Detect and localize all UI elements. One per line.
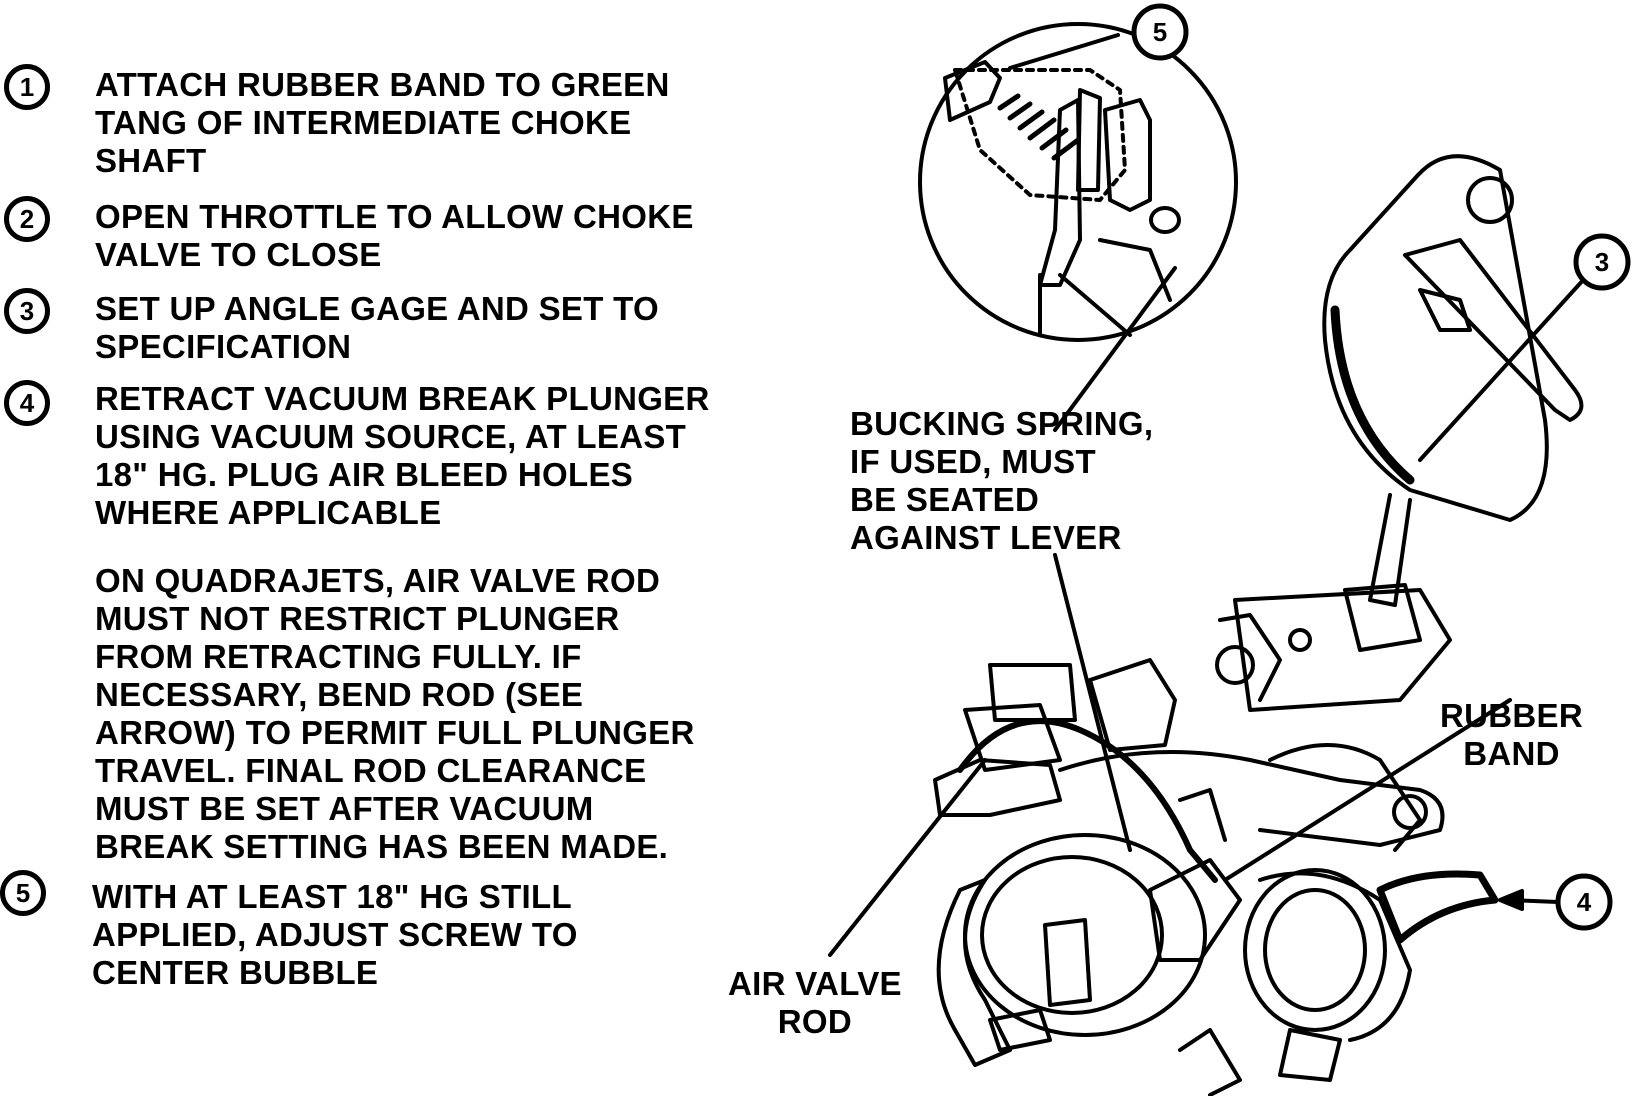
step-line: SHAFT xyxy=(95,142,207,179)
note-line: ON QUADRAJETS, AIR VALVE ROD xyxy=(95,562,661,599)
note-line: MUST BE SET AFTER VACUUM xyxy=(95,790,594,827)
step-line: RETRACT VACUUM BREAK PLUNGER xyxy=(95,380,710,417)
label-line: BE SEATED xyxy=(850,481,1040,518)
step-line: VALVE TO CLOSE xyxy=(95,236,382,273)
step-text: SET UP ANGLE GAGE AND SET TO SPECIFICATI… xyxy=(95,290,795,366)
step-line: OPEN THROTTLE TO ALLOW CHOKE xyxy=(95,198,694,235)
step-line: SPECIFICATION xyxy=(95,328,352,365)
air-valve-rod-label: AIR VALVE ROD xyxy=(728,965,902,1041)
note-line: TRAVEL. FINAL ROD CLEARANCE xyxy=(95,752,647,789)
callout-5: 5 xyxy=(1131,3,1189,61)
step-line: SET UP ANGLE GAGE AND SET TO xyxy=(95,290,659,327)
step-line: USING VACUUM SOURCE, AT LEAST xyxy=(95,418,687,455)
note-line: BREAK SETTING HAS BEEN MADE. xyxy=(95,828,669,865)
step-line: ATTACH RUBBER BAND TO GREEN xyxy=(95,66,670,103)
step-text: OPEN THROTTLE TO ALLOW CHOKE VALVE TO CL… xyxy=(95,198,795,274)
callout-5-number: 5 xyxy=(1153,17,1167,47)
note-line: FROM RETRACTING FULLY. IF xyxy=(95,638,582,675)
callout-3: 3 xyxy=(1573,233,1631,291)
label-line: RUBBER xyxy=(1440,697,1583,734)
note-line: MUST NOT RESTRICT PLUNGER xyxy=(95,600,620,637)
detail-view-circle xyxy=(918,22,1238,342)
step-line: CENTER BUBBLE xyxy=(92,954,379,991)
step-line: 18" HG. PLUG AIR BLEED HOLES xyxy=(95,456,634,493)
label-line: BAND xyxy=(1463,735,1560,772)
step-number-badge: 2 xyxy=(4,196,50,242)
step-line: APPLIED, ADJUST SCREW TO xyxy=(92,916,578,953)
step-number-badge: 1 xyxy=(4,64,50,110)
step-text: WITH AT LEAST 18" HG STILL APPLIED, ADJU… xyxy=(92,878,792,992)
rubber-band-label: RUBBER BAND xyxy=(1440,697,1583,773)
callout-3-number: 3 xyxy=(1595,247,1609,277)
note-text: ON QUADRAJETS, AIR VALVE ROD MUST NOT RE… xyxy=(95,562,795,866)
step-number-badge: 5 xyxy=(0,870,46,916)
step-line: TANG OF INTERMEDIATE CHOKE xyxy=(95,104,632,141)
callout-4-number: 4 xyxy=(1577,887,1592,917)
note-line: NECESSARY, BEND ROD (SEE xyxy=(95,676,584,713)
label-line: BUCKING SPRING, xyxy=(850,405,1154,442)
step-number-badge: 4 xyxy=(4,380,50,426)
callout-4: 4 xyxy=(1555,873,1613,931)
label-line: IF USED, MUST xyxy=(850,443,1096,480)
label-line: ROD xyxy=(777,1003,853,1040)
bucking-spring-label: BUCKING SPRING, IF USED, MUST BE SEATED … xyxy=(850,405,1153,557)
step-line: WITH AT LEAST 18" HG STILL xyxy=(92,878,572,915)
label-line: AGAINST LEVER xyxy=(850,519,1122,556)
step-line: WHERE APPLICABLE xyxy=(95,494,442,531)
step-text: RETRACT VACUUM BREAK PLUNGER USING VACUU… xyxy=(95,380,795,532)
note-line: ARROW) TO PERMIT FULL PLUNGER xyxy=(95,714,695,751)
step-text: ATTACH RUBBER BAND TO GREEN TANG OF INTE… xyxy=(95,66,795,180)
step-number-badge: 3 xyxy=(4,288,50,334)
label-line: AIR VALVE xyxy=(728,965,902,1002)
